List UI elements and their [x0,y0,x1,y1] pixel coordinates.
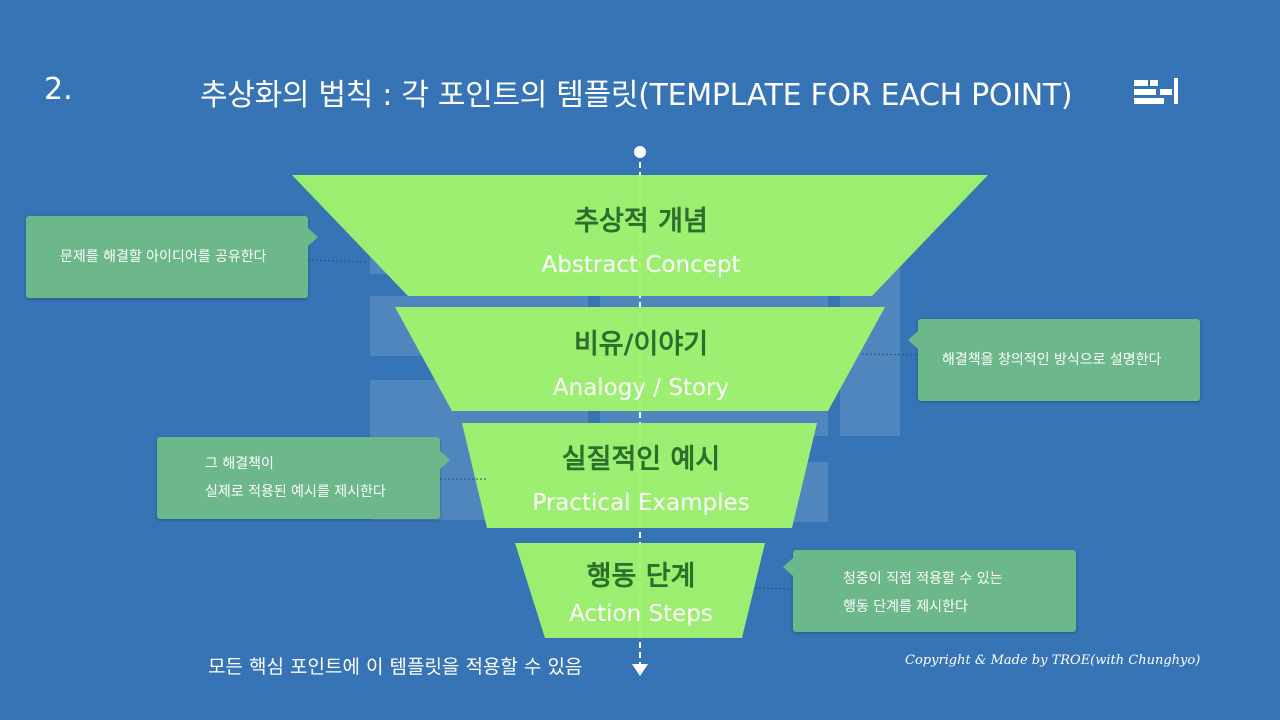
callout-pointer-icon [440,451,450,469]
page-title: 추상화의 법칙 : 각 포인트의 템플릿(TEMPLATE FOR EACH P… [200,78,1073,113]
connector-line-1 [307,259,369,263]
stage-title-ko: 실질적인 예시 [561,444,721,475]
stage-title-en: Analogy / Story [552,375,730,401]
funnel-stage-4 [515,543,765,638]
funnel-axis-arrow-icon [632,664,648,676]
stage-title-en: Action Steps [569,601,713,627]
funnel-stage-2 [395,307,885,411]
copyright: Copyright & Made by TROE(with Chunghyo) [905,653,1201,668]
stage-title-ko: 추상적 개념 [574,206,708,237]
callout-abstract-concept: 문제를 해결할 아이디어를 공유한다 [26,216,318,298]
stacked-bars-logo-icon [1134,78,1178,104]
callout-action-steps: 청중이 직접 적용할 수 있는 행동 단계를 제시한다 [783,550,1076,632]
footnote: 모든 핵심 포인트에 이 템플릿을 적용할 수 있음 [208,656,583,678]
connector-line-2 [861,353,919,356]
callout-text: 문제를 해결할 아이디어를 공유한다 [60,249,267,265]
callout-analogy-story: 해결책을 창의적인 방식으로 설명한다 [908,319,1200,401]
callout-pointer-icon [783,558,793,576]
stage-title-ko: 행동 단계 [586,561,696,592]
stage-title-ko: 비유/이야기 [573,329,709,360]
callout-text: 그 해결책이 [205,456,274,472]
funnel-stage-3 [462,423,817,528]
callout-practical-examples: 그 해결책이 실제로 적용된 예시를 제시한다 [157,437,450,519]
callout-pointer-icon [308,228,318,246]
funnel-stage-1 [292,175,988,296]
callout-text: 청중이 직접 적용할 수 있는 [843,571,1003,587]
callout-text: 실제로 적용된 예시를 제시한다 [205,484,386,500]
stage-label-action-steps: 행동 단계 Action Steps [569,554,713,627]
callout-text: 행동 단계를 제시한다 [843,599,968,615]
slide-number: 2. [44,72,73,107]
stage-label-abstract-concept: 추상적 개념 Abstract Concept [542,199,741,278]
stage-title-en: Practical Examples [532,490,750,516]
connector-line-4 [754,587,793,590]
callout-text: 해결책을 창의적인 방식으로 설명한다 [942,352,1162,368]
callout-pointer-icon [908,331,918,349]
funnel-axis-start-dot [634,146,646,158]
stage-label-analogy-story: 비유/이야기 Analogy / Story [553,322,729,401]
stage-label-practical-examples: 실질적인 예시 Practical Examples [532,437,749,516]
stage-title-en: Abstract Concept [541,252,741,278]
